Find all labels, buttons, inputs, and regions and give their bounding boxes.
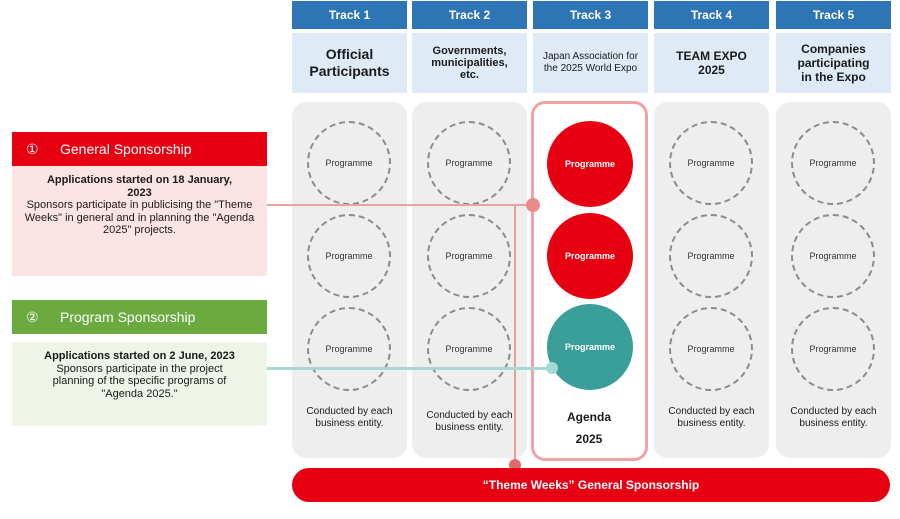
general-title: General Sponsorship [60, 141, 192, 157]
programme-label: Programme [564, 251, 616, 261]
programme-label: Programme [687, 251, 735, 261]
programme-label: Programme [809, 158, 857, 168]
track-3-title: Japan Association for the 2025 World Exp… [542, 51, 639, 74]
agenda-label-line2: 2025 [575, 432, 603, 446]
program-sponsorship-header: ② Program Sponsorship [12, 300, 267, 334]
programme-circle: Programme [669, 307, 753, 391]
programme-circle-general: Programme [547, 213, 633, 299]
programme-label: Programme [564, 342, 616, 352]
programme-label: Programme [809, 251, 857, 261]
programme-circle: Programme [427, 214, 511, 298]
programme-label: Programme [325, 344, 373, 354]
track-5-title: Companies participating in the Expo [797, 42, 870, 84]
track-2-conducted: Conducted by each business entity. [426, 410, 513, 433]
track-5-conducted: Conducted by each business entity. [790, 406, 877, 429]
track-1-conducted: Conducted by each business entity. [306, 406, 393, 429]
general-connector-dot [526, 198, 540, 212]
track-4-title-box: TEAM EXPO 2025 [654, 33, 769, 93]
program-connector-dot [546, 362, 558, 374]
general-sponsorship-header: ① General Sponsorship [12, 132, 267, 166]
track-1-title: Official Participants [309, 46, 390, 79]
track-2-title: Governments, municipalities, etc. [431, 45, 508, 81]
track-2-header: Track 2 [412, 1, 527, 29]
programme-label: Programme [445, 344, 493, 354]
programme-circle: Programme [791, 121, 875, 205]
programme-circle-program: Programme [547, 304, 633, 390]
programme-circle: Programme [791, 307, 875, 391]
agenda-label-line1: Agenda [566, 410, 611, 424]
track-1-header: Track 1 [292, 1, 407, 29]
programme-label: Programme [564, 159, 616, 169]
programme-circle: Programme [791, 214, 875, 298]
programme-circle: Programme [307, 307, 391, 391]
general-sponsorship-body: Applications started on 18 January, 2023… [12, 166, 267, 276]
programme-label: Programme [325, 251, 373, 261]
general-vertical-line [514, 204, 516, 464]
program-title: Program Sponsorship [60, 309, 196, 325]
programme-label: Programme [809, 344, 857, 354]
track-4-conducted: Conducted by each business entity. [668, 406, 755, 429]
theme-weeks-general-sponsorship-bar: “Theme Weeks” General Sponsorship [292, 468, 890, 502]
programme-label: Programme [687, 344, 735, 354]
track-5-title-box: Companies participating in the Expo [776, 33, 891, 93]
track-2-title-box: Governments, municipalities, etc. [412, 33, 527, 93]
programme-circle: Programme [427, 307, 511, 391]
general-date-line1: Applications started on 18 January, [46, 174, 232, 186]
programme-circle-general: Programme [547, 121, 633, 207]
program-connector-line [267, 367, 551, 370]
track-4-title: TEAM EXPO 2025 [676, 49, 747, 77]
programme-circle: Programme [669, 121, 753, 205]
general-number: ① [26, 140, 39, 157]
track-5-header: Track 5 [776, 1, 891, 29]
track-3-header: Track 3 [533, 1, 648, 29]
program-sponsorship-body: Applications started on 2 June, 2023 Spo… [12, 342, 267, 426]
track-3-title-box: Japan Association for the 2025 World Exp… [533, 33, 648, 93]
program-date-line: Applications started on 2 June, 2023 [44, 350, 235, 362]
programme-label: Programme [445, 251, 493, 261]
track-4-header: Track 4 [654, 1, 769, 29]
general-connector-line [267, 204, 533, 206]
programme-circle: Programme [307, 214, 391, 298]
programme-label: Programme [325, 158, 373, 168]
programme-circle: Programme [307, 121, 391, 205]
program-description: Sponsors participate in the project plan… [52, 362, 227, 400]
track-1-title-box: Official Participants [292, 33, 407, 93]
programme-circle: Programme [669, 214, 753, 298]
program-number: ② [26, 308, 39, 325]
programme-label: Programme [445, 158, 493, 168]
programme-label: Programme [687, 158, 735, 168]
programme-circle: Programme [427, 121, 511, 205]
general-date-line2: 2023 [127, 186, 152, 199]
general-description: Sponsors participate in publicising the … [24, 199, 255, 236]
